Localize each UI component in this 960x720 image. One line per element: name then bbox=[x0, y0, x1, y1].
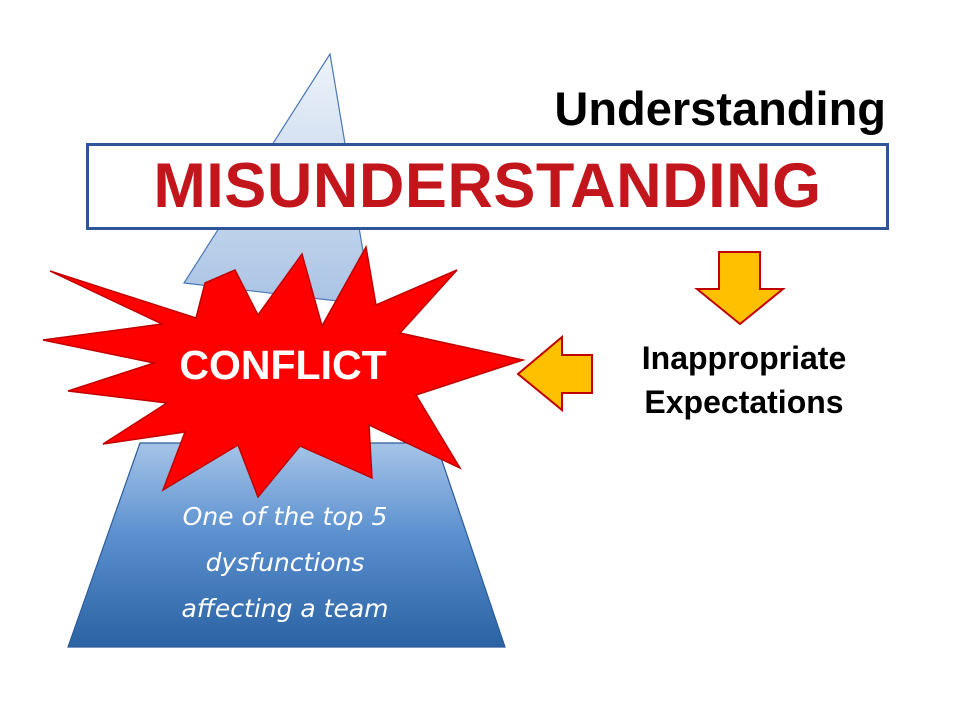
expectations-line-1: Inappropriate bbox=[641, 340, 847, 376]
misunderstanding-label: MISUNDERSTANDING bbox=[153, 151, 822, 221]
arrow-left-icon bbox=[516, 334, 593, 413]
understanding-label: Understanding bbox=[554, 82, 886, 135]
conflict-label: CONFLICT bbox=[179, 342, 387, 388]
pyramid-base-caption: One of the top 5 dysfunctions affecting … bbox=[120, 494, 450, 632]
base-caption-line-2: dysfunctions bbox=[205, 548, 365, 577]
inappropriate-expectations-label: Inappropriate Expectations bbox=[596, 336, 892, 424]
conflict-burst-icon bbox=[42, 244, 526, 499]
arrow-down-icon bbox=[694, 251, 786, 326]
base-caption-line-3: affecting a team bbox=[181, 594, 389, 623]
misunderstanding-box bbox=[86, 143, 889, 230]
expectations-line-2: Expectations bbox=[644, 384, 844, 420]
base-caption-line-1: One of the top 5 bbox=[182, 502, 388, 531]
